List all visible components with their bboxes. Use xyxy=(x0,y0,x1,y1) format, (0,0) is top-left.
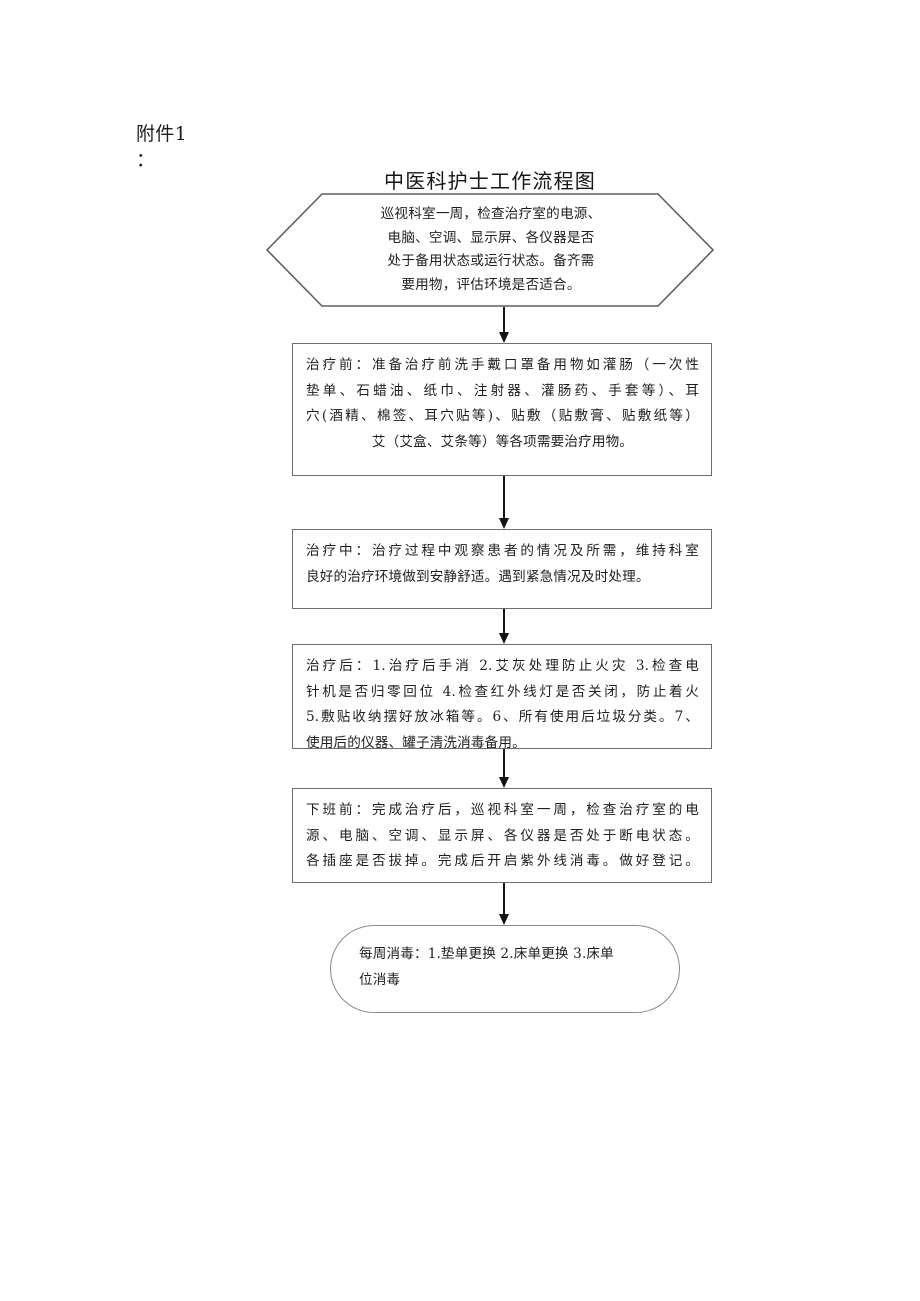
flow-node-weekly-disinfection: 每周消毒：1.垫单更换 2.床单更换 3.床单 位消毒 xyxy=(330,925,680,1013)
connector-stem xyxy=(503,883,505,915)
arrow-head-icon xyxy=(498,518,509,529)
flow-node-start-line-2: 电脑、空调、显示屏、各仪器是否 xyxy=(387,229,595,246)
hexagon-shape xyxy=(266,193,714,307)
flow-node-start-line-4: 要用物，评估环境是否适合。 xyxy=(401,276,581,293)
flow-node-before-treatment: 治疗前：准备治疗前洗手戴口罩备用物如灌肠（一次性 垫单、石蜡油、纸巾、注射器、灌… xyxy=(292,343,712,476)
arrow-head-icon xyxy=(498,332,509,343)
arrow-head-icon xyxy=(498,777,509,788)
connector-stem xyxy=(503,307,505,333)
attachment-label-colon: ： xyxy=(136,149,156,171)
arrow-head-icon xyxy=(498,633,509,644)
connector-stem xyxy=(503,476,505,519)
attachment-label: 附件1 xyxy=(136,123,187,145)
connector-stem xyxy=(503,609,505,634)
flow-node-before-off-duty-line-2: 源、电脑、空调、显示屏、各仪器是否处于断电状态。 xyxy=(306,827,699,844)
flow-node-after-treatment-line-3: 5.敷贴收纳摆好放冰箱等。6、所有使用后垃圾分类。7、 xyxy=(306,709,699,725)
flow-node-start-line-3: 处于备用状态或运行状态。备齐需 xyxy=(387,253,595,269)
flow-node-before-off-duty-text: 下班前：完成治疗后，巡视科室一周，检查治疗室的电 源、电脑、空调、显示屏、各仪器… xyxy=(306,798,699,875)
flow-node-before-treatment-line-4: 艾（艾盒、艾条等）等各项需要治疗用物。 xyxy=(371,433,634,450)
flow-node-after-treatment-text: 治疗后：1.治疗后手消 2.艾灰处理防止火灾 3.检查电 针机是否归零回位 4.… xyxy=(306,654,699,756)
connector-before-off-duty-to-weekly xyxy=(498,883,509,925)
flow-node-start-text: 巡视科室一周，检查治疗室的电源、 电脑、空调、显示屏、各仪器是否 处于备用状态或… xyxy=(338,203,644,297)
flow-node-before-off-duty-line-1: 下班前：完成治疗后，巡视科室一周，检查治疗室的电 xyxy=(306,802,699,818)
flow-node-weekly-disinfection-text: 每周消毒：1.垫单更换 2.床单更换 3.床单 位消毒 xyxy=(359,942,653,993)
flow-node-before-treatment-line-2: 垫单、石蜡油、纸巾、注射器、灌肠药、手套等）、耳 xyxy=(306,382,699,399)
connector-stem xyxy=(503,749,505,778)
connector-before-to-during-treatment xyxy=(498,476,509,529)
connector-after-treatment-to-before-off-duty xyxy=(498,749,509,788)
flow-node-before-treatment-line-3: 穴(酒精、棉签、耳穴贴等)、贴敷（贴敷膏、贴敷纸等） xyxy=(306,408,699,424)
flow-node-after-treatment: 治疗后：1.治疗后手消 2.艾灰处理防止火灾 3.检查电 针机是否归零回位 4.… xyxy=(292,644,712,751)
page-title: 中医科护士工作流程图 xyxy=(384,169,596,193)
flow-node-weekly-disinfection-line-2: 位消毒 xyxy=(359,971,401,988)
flow-node-before-off-duty-line-3: 各插座是否拔掉。完成后开启紫外线消毒。做好登记。 xyxy=(306,853,699,869)
connector-during-to-after-treatment xyxy=(498,609,509,644)
connector-start-to-before-treatment xyxy=(498,307,509,343)
flow-node-before-treatment-text: 治疗前：准备治疗前洗手戴口罩备用物如灌肠（一次性 垫单、石蜡油、纸巾、注射器、灌… xyxy=(306,353,699,455)
flow-node-start: 巡视科室一周，检查治疗室的电源、 电脑、空调、显示屏、各仪器是否 处于备用状态或… xyxy=(266,193,714,307)
flow-node-weekly-disinfection-line-1: 每周消毒：1.垫单更换 2.床单更换 3.床单 xyxy=(359,946,614,962)
flow-node-before-treatment-line-1: 治疗前：准备治疗前洗手戴口罩备用物如灌肠（一次性 xyxy=(306,357,699,373)
flow-node-after-treatment-line-2: 针机是否归零回位 4.检查红外线灯是否关闭，防止着火 xyxy=(306,683,699,700)
flow-node-during-treatment-line-1: 治疗中：治疗过程中观察患者的情况及所需，维持科室 xyxy=(306,543,699,559)
flow-node-before-off-duty: 下班前：完成治疗后，巡视科室一周，检查治疗室的电 源、电脑、空调、显示屏、各仪器… xyxy=(292,788,712,883)
flow-node-during-treatment-line-2: 良好的治疗环境做到安静舒适。遇到紧急情况及时处理。 xyxy=(306,568,650,585)
flow-node-after-treatment-line-4: 使用后的仪器、罐子清洗消毒备用。 xyxy=(306,734,526,751)
flow-node-start-line-1: 巡视科室一周，检查治疗室的电源、 xyxy=(380,206,602,222)
flow-node-during-treatment-text: 治疗中：治疗过程中观察患者的情况及所需，维持科室 良好的治疗环境做到安静舒适。遇… xyxy=(306,539,699,590)
flow-node-after-treatment-line-1: 治疗后：1.治疗后手消 2.艾灰处理防止火灾 3.检查电 xyxy=(306,658,699,674)
arrow-head-icon xyxy=(498,914,509,925)
flow-node-during-treatment: 治疗中：治疗过程中观察患者的情况及所需，维持科室 良好的治疗环境做到安静舒适。遇… xyxy=(292,529,712,609)
